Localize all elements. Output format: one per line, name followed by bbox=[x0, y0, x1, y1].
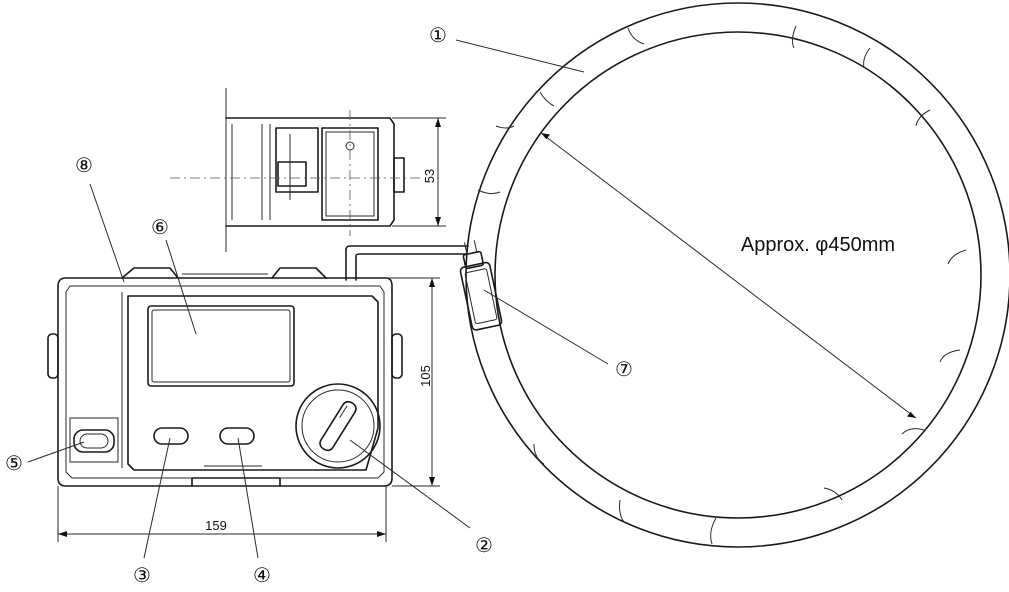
height-dimension-label: 105 bbox=[418, 365, 433, 387]
instrument-body bbox=[47, 245, 469, 487]
callout-1: ① bbox=[429, 23, 447, 47]
side-view bbox=[170, 88, 446, 252]
callout-8: ⑧ bbox=[75, 153, 93, 177]
callout-leaders bbox=[27, 39, 609, 559]
sensor-ring bbox=[459, 2, 1009, 548]
callout-5: ⑤ bbox=[5, 451, 23, 475]
diameter-label: Approx. φ450mm bbox=[741, 234, 895, 256]
callout-4: ④ bbox=[253, 563, 271, 587]
width-dimension-label: 159 bbox=[205, 518, 227, 533]
callout-3: ③ bbox=[133, 563, 151, 587]
callout-6: ⑥ bbox=[151, 215, 169, 239]
callout-7: ⑦ bbox=[615, 357, 633, 381]
depth-dimension-label: 53 bbox=[422, 169, 437, 183]
width-dimension bbox=[57, 486, 387, 542]
height-dimension bbox=[386, 277, 440, 487]
callout-2: ② bbox=[475, 533, 493, 557]
